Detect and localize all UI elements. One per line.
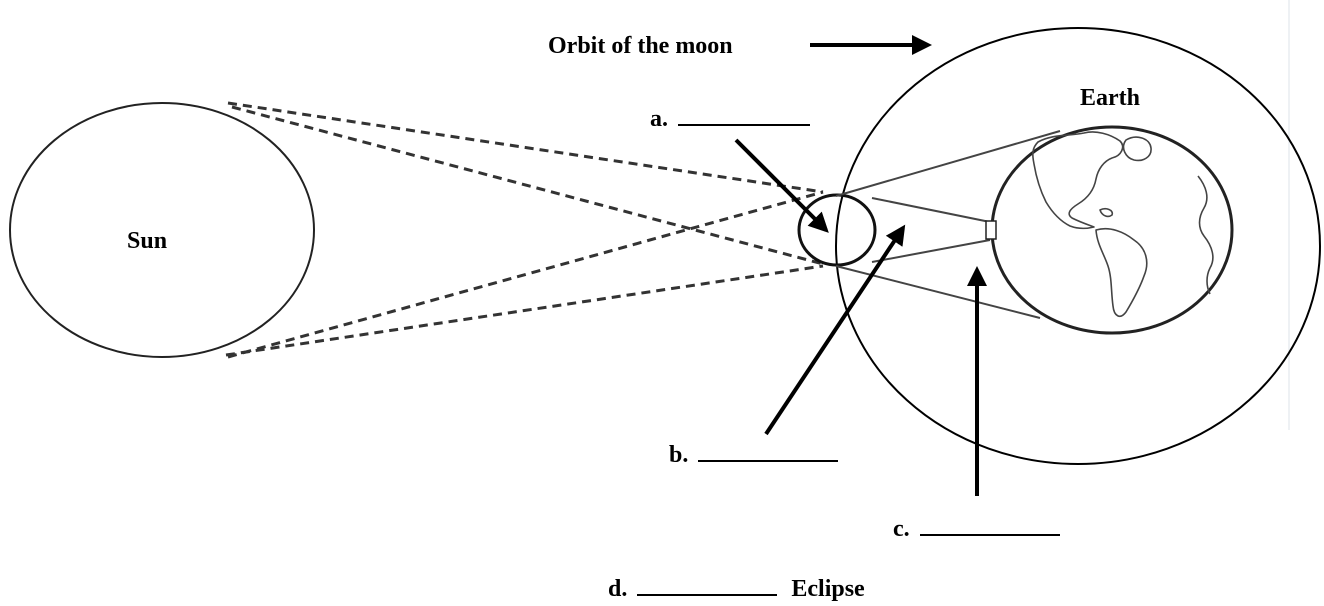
- label-d-letter: d.: [608, 576, 628, 602]
- south-america-outline: [1095, 227, 1148, 318]
- africa-edge-outline: [1197, 175, 1214, 295]
- arrow-b: [764, 224, 906, 436]
- penumbra-top: [835, 130, 1061, 197]
- north-america-outline: [1032, 131, 1124, 230]
- answer-blank-c[interactable]: [919, 514, 1060, 536]
- ray-bottom-cross: [227, 190, 824, 359]
- greenland-outline: [1122, 136, 1152, 162]
- answer-blank-d[interactable]: [637, 574, 778, 596]
- continent-outlines: [1032, 131, 1214, 318]
- orbit-label: Orbit of the moon: [548, 33, 733, 59]
- earth-umbra-mark: [985, 220, 997, 240]
- earth-label: Earth: [1080, 85, 1140, 111]
- ray-bottom-straight: [225, 264, 824, 357]
- label-b: b.: [669, 440, 839, 468]
- ray-top-cross: [231, 105, 824, 266]
- light-rays: [225, 101, 824, 359]
- sun-circle: [9, 102, 315, 358]
- islands-outline: [1099, 208, 1114, 218]
- pointer-arrows: [734, 35, 987, 496]
- label-d: d. Eclipse: [608, 574, 865, 601]
- umbra-bottom: [871, 239, 991, 263]
- eclipse-word: Eclipse: [791, 576, 865, 602]
- penumbra-bottom: [835, 265, 1041, 319]
- arrow-a: [734, 138, 829, 233]
- label-c-letter: c.: [893, 516, 910, 542]
- sun-label: Sun: [127, 228, 168, 254]
- label-a-letter: a.: [650, 106, 668, 132]
- label-a: a.: [650, 104, 810, 131]
- answer-blank-a[interactable]: [678, 104, 810, 126]
- ray-top-straight: [227, 101, 824, 194]
- answer-blank-b[interactable]: [698, 440, 839, 462]
- page-edge: [1288, 0, 1290, 430]
- label-b-letter: b.: [669, 442, 689, 468]
- moon-orbit: [835, 27, 1321, 465]
- umbra-top: [871, 197, 991, 223]
- label-c: c.: [893, 514, 1060, 541]
